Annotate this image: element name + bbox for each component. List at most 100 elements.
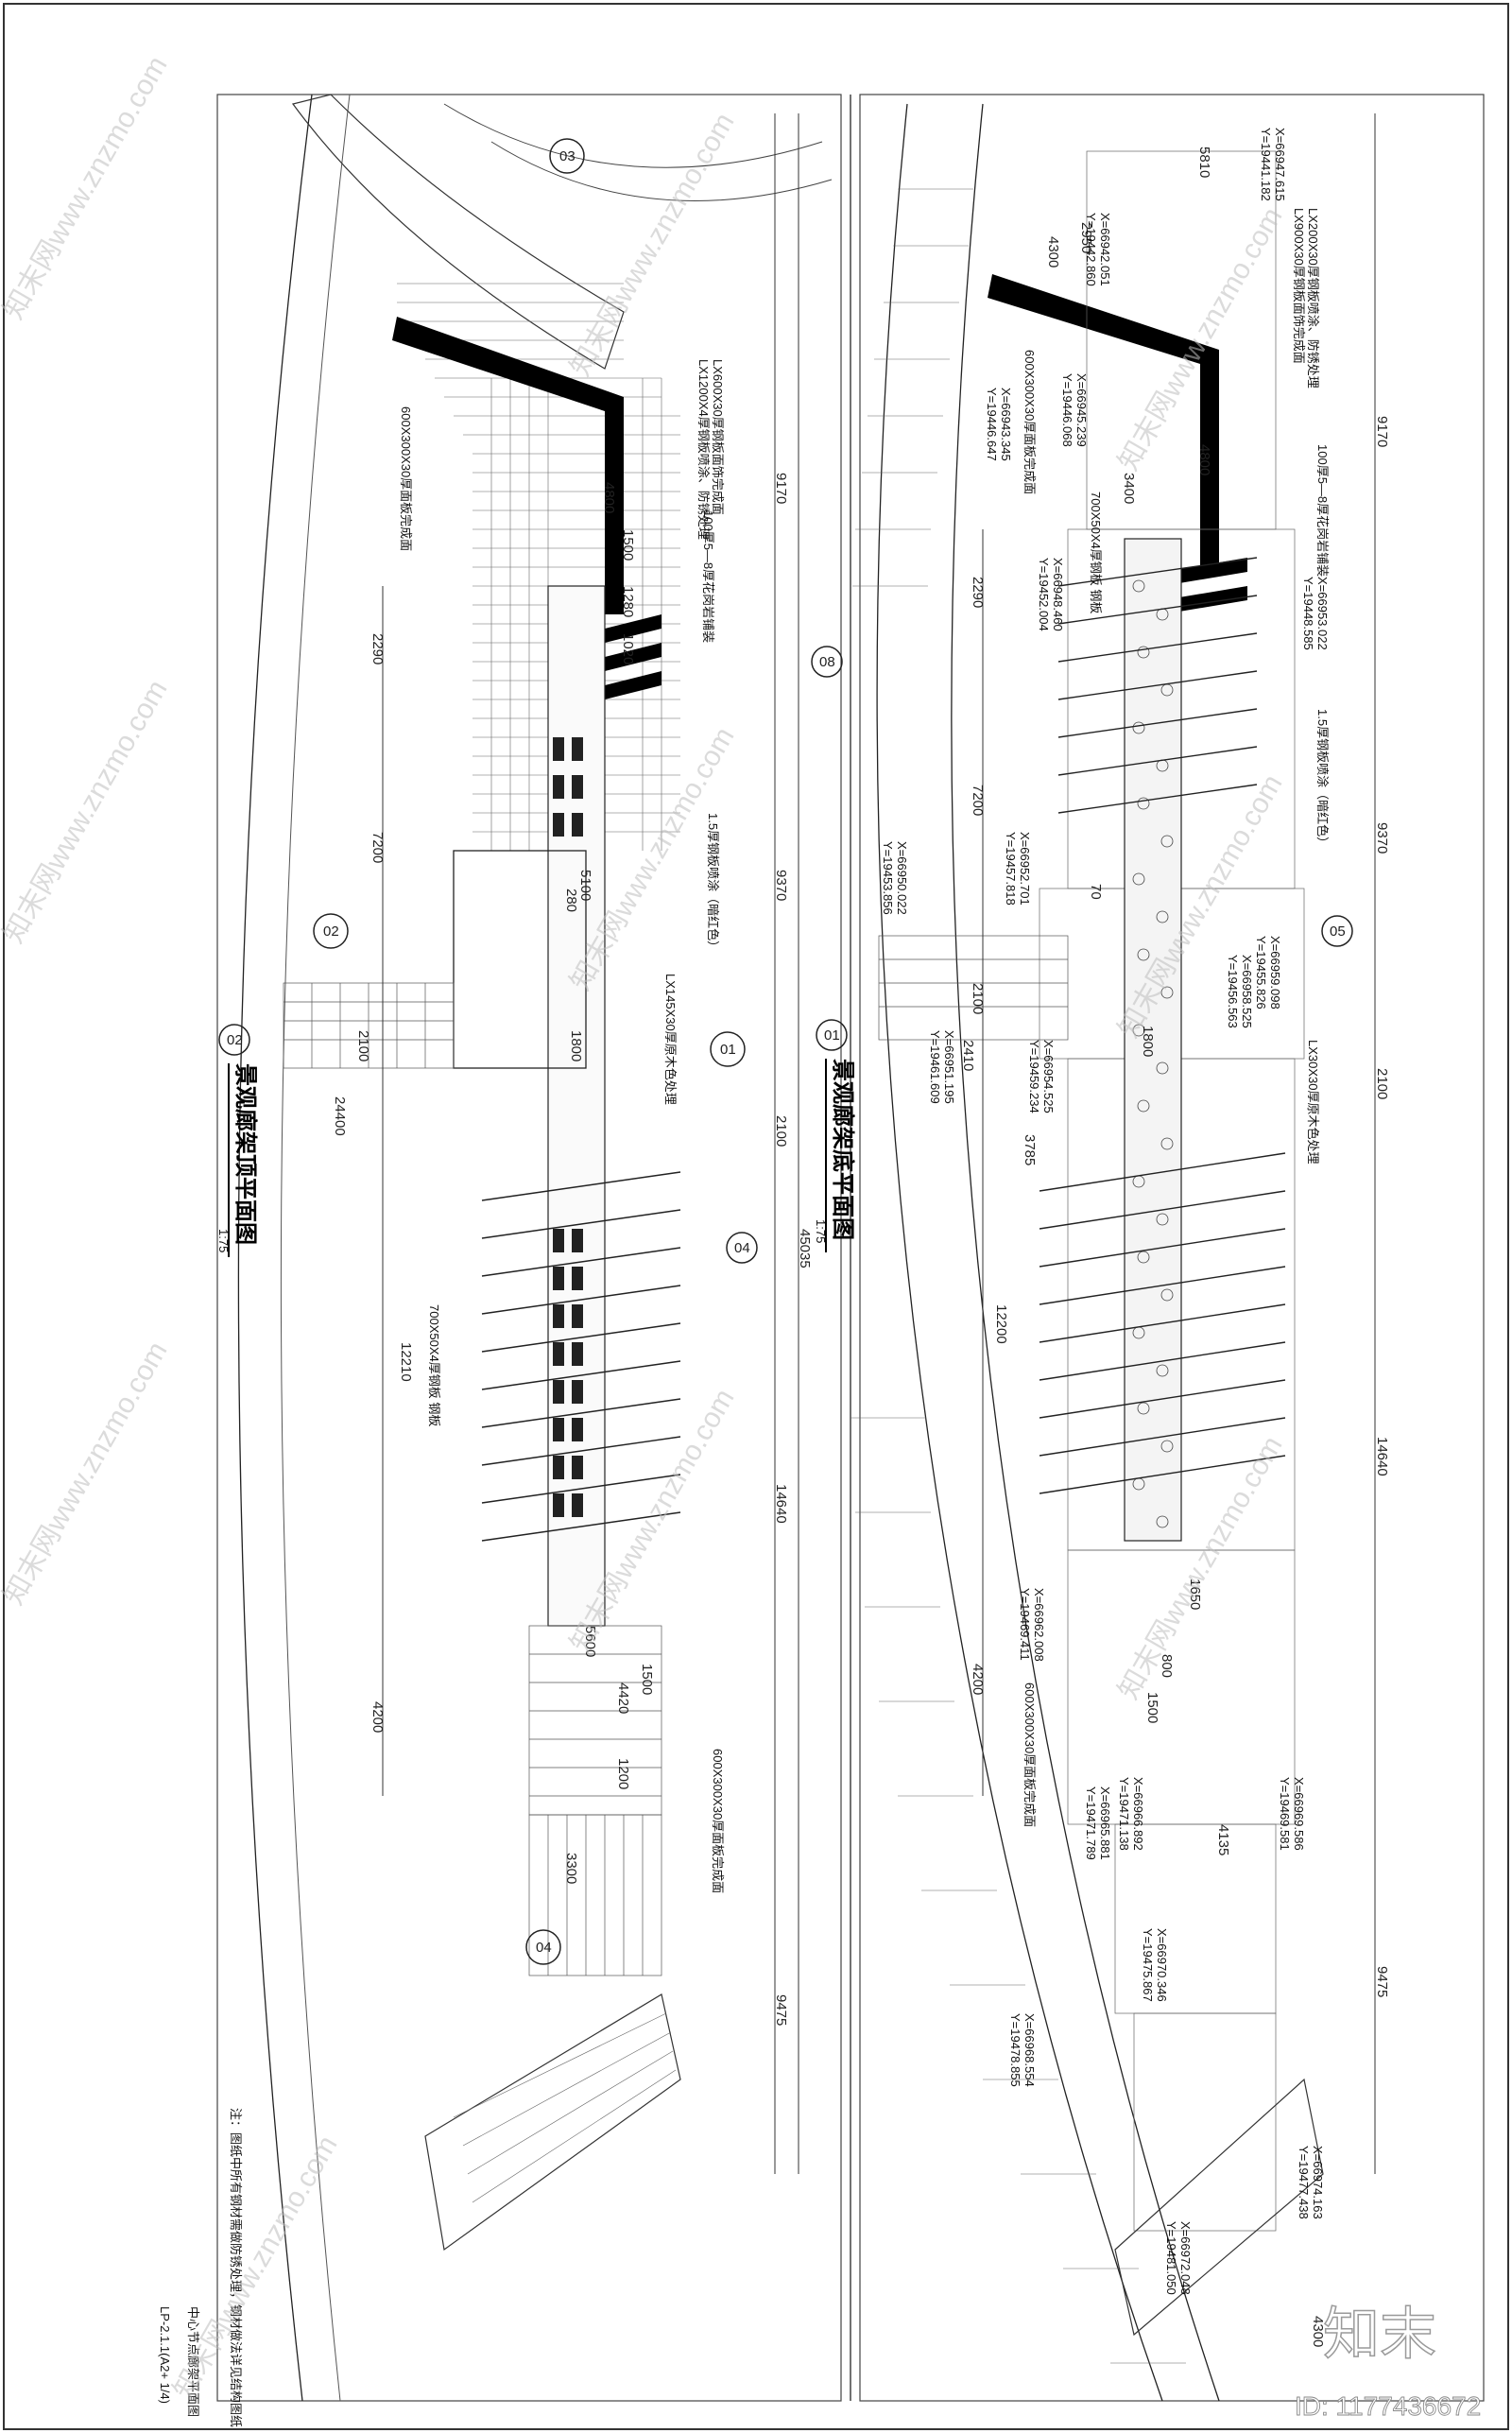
roof-corridor-texture xyxy=(553,737,583,1517)
floor-inner-dim-11: 4135 xyxy=(1215,1824,1231,1855)
roof-inner-dim-5: 5100 xyxy=(577,870,593,901)
roof-paving-grid xyxy=(397,283,680,851)
floor-axis-dim-5: 9475 xyxy=(1374,1966,1390,1997)
roof-boundary-curve-inner xyxy=(280,94,351,2402)
watermark-layer: 知末网www.znzmo.com 知末网www.znzmo.com 知末网www… xyxy=(0,51,1289,2404)
floor-plan-title: 景观廊架底平面图 xyxy=(830,1059,856,1240)
watermark-id-text: ID: 1177436672 xyxy=(1295,2391,1481,2421)
watermark-text-9: 知末网www.znzmo.com xyxy=(167,2131,343,2404)
roof-section-marker-08: 08 xyxy=(811,646,843,678)
floor-left-dim-4: 2410 xyxy=(960,1040,976,1071)
svg-text:04: 04 xyxy=(536,1940,552,1956)
svg-text:03: 03 xyxy=(559,148,576,164)
floor-axis-dim-2: 9370 xyxy=(1374,822,1390,854)
roof-road-curve xyxy=(443,103,823,168)
roof-inner-dim-12: 5600 xyxy=(582,1626,598,1657)
floor-curved-band-grid xyxy=(850,188,1186,2364)
roof-axis-dim-3: 2100 xyxy=(773,1115,789,1147)
roof-inner-dim-6: 280 xyxy=(563,889,579,912)
roof-note-3: 600X300X30厚面板完成面 xyxy=(399,406,413,551)
floor-coord-y19: Y=19477.438 xyxy=(1297,2146,1311,2219)
floor-inner-dim-7: 1800 xyxy=(1140,1026,1156,1057)
roof-inner-dim-8: 4420 xyxy=(615,1682,631,1714)
floor-coord-x3: X=66945.239 xyxy=(1074,373,1089,447)
roof-drawing-number: LP-2.1.1(A2+ 1/4) xyxy=(158,2306,172,2404)
roof-axis-dim-1: 9170 xyxy=(773,473,789,504)
floor-coord-x19: X=66974.163 xyxy=(1311,2146,1325,2219)
roof-sheet-label: 中心节点廊架平面图 xyxy=(186,2306,200,2417)
floor-left-dim-1: 2290 xyxy=(970,577,986,608)
floor-paving-curve-inner xyxy=(951,103,1220,2402)
floor-coord-y11: Y=19459.234 xyxy=(1027,1040,1041,1113)
floor-plan-frame xyxy=(859,94,1485,2402)
roof-inner-dim-4: 1020 xyxy=(620,633,636,664)
roof-left-dim-6: 4200 xyxy=(369,1701,386,1733)
svg-text:05: 05 xyxy=(1330,923,1346,940)
roof-section-marker-02: 02 xyxy=(313,913,349,949)
svg-text:02: 02 xyxy=(227,1032,243,1048)
floor-left-dim-3: 2100 xyxy=(970,983,986,1014)
roof-note-7: 600X300X30厚面板完成面 xyxy=(711,1749,725,1893)
floor-coord-y13: Y=19469.411 xyxy=(1018,1588,1032,1661)
floor-coord-x18: X=66968.554 xyxy=(1022,2013,1037,2087)
floor-inner-dim-6: 70 xyxy=(1088,884,1104,900)
floor-paving-band-bottom xyxy=(1114,2078,1324,2337)
roof-west-walkway xyxy=(283,982,455,1069)
roof-plan-panel: 9170 9370 2100 14640 9475 45035 2290 720… xyxy=(158,94,843,2427)
floor-coord-x14: X=66966.892 xyxy=(1131,1777,1145,1851)
floor-coord-y14: Y=19471.138 xyxy=(1117,1777,1131,1851)
roof-section-marker-03: 03 xyxy=(549,138,585,174)
watermark-text-3: 知末网www.znzmo.com xyxy=(0,675,174,948)
roof-note-2: LX600X30厚钢板面饰完成面 xyxy=(711,359,725,515)
floor-coord-y10: Y=19456.563 xyxy=(1226,955,1240,1028)
floor-inner-dim-5: 3400 xyxy=(1121,473,1137,504)
roof-center-platform xyxy=(453,850,587,1069)
roof-section-marker-04b: 04 xyxy=(525,1929,561,1965)
floor-coord-y15: Y=19471.789 xyxy=(1084,1786,1098,1860)
floor-left-dim-6: 12200 xyxy=(993,1304,1009,1344)
watermark-logo: 知末 ID: 1177436672 xyxy=(1295,2302,1482,2421)
roof-section-marker-04a: 04 xyxy=(726,1232,758,1264)
floor-coord-x11: X=66954.525 xyxy=(1041,1040,1056,1113)
floor-left-dim-5: 3785 xyxy=(1022,1134,1038,1165)
roof-paving-band-top xyxy=(291,94,625,370)
watermark-text-1: 知末网www.znzmo.com xyxy=(0,51,174,324)
svg-text:01: 01 xyxy=(824,1027,840,1044)
floor-inner-dim-2: 4300 xyxy=(1045,236,1061,267)
floor-coord-x13: X=66962.008 xyxy=(1032,1588,1046,1662)
svg-text:08: 08 xyxy=(819,654,835,670)
floor-coord-x16: X=66969.586 xyxy=(1292,1777,1306,1851)
floor-coord-y16: Y=19469.581 xyxy=(1278,1777,1292,1851)
floor-coord-y17: Y=19475.867 xyxy=(1141,1928,1155,2002)
roof-axis-dim-5: 9475 xyxy=(773,1994,789,2026)
floor-coord-x5: X=66948.460 xyxy=(1051,558,1065,631)
floor-plan-title-block: 01 景观廊架底平面图 1:75 xyxy=(814,1019,856,1252)
roof-footnote: 注：图纸中所有钢材需做防锈处理，钢材做法详见结构图纸 xyxy=(229,2108,243,2427)
floor-coord-y20: Y=19481.050 xyxy=(1164,2221,1178,2295)
floor-plan-panel: 9170 9370 2100 14640 9475 2290 7200 2100… xyxy=(814,94,1485,2402)
floor-coord-y7: Y=19457.818 xyxy=(1004,832,1018,906)
watermark-text-2: 知末网www.znzmo.com xyxy=(564,108,740,381)
watermark-text-6: 知末网www.znzmo.com xyxy=(0,1337,174,1610)
floor-coord-x10: X=66958.525 xyxy=(1240,955,1254,1028)
floor-coord-x2: X=66942.051 xyxy=(1098,213,1112,286)
floor-coord-y9: Y=19455.826 xyxy=(1254,936,1268,1009)
roof-left-dim-4: 24400 xyxy=(332,1096,348,1136)
floor-coord-x8: X=66950.022 xyxy=(895,841,909,915)
roof-inner-dim-2: 1500 xyxy=(620,529,636,561)
roof-inner-dim-11: 3300 xyxy=(563,1853,579,1884)
floor-inner-dim-1: 5810 xyxy=(1196,147,1212,178)
roof-section-marker-01: 01 xyxy=(710,1031,746,1067)
floor-coord-y1: Y=19441.182 xyxy=(1259,128,1273,201)
floor-note-1: LX200X30厚钢板喷涂、防锈处理 xyxy=(1306,208,1320,388)
roof-inner-dim-10: 1500 xyxy=(639,1664,655,1695)
roof-note-4: 100厚5—8厚花岗岩铺装 xyxy=(701,510,715,643)
floor-coord-x15: X=66965.881 xyxy=(1098,1786,1112,1860)
floor-section-marker-05: 05 xyxy=(1321,915,1353,947)
floor-paving-curve-outer xyxy=(876,103,1163,2402)
floor-coord-y18: Y=19478.855 xyxy=(1008,2013,1022,2087)
watermark-logo-text: 知末 xyxy=(1323,2303,1436,2366)
floor-inner-dim-8: 1650 xyxy=(1187,1579,1203,1610)
roof-inner-dim-7: 1800 xyxy=(568,1030,584,1061)
